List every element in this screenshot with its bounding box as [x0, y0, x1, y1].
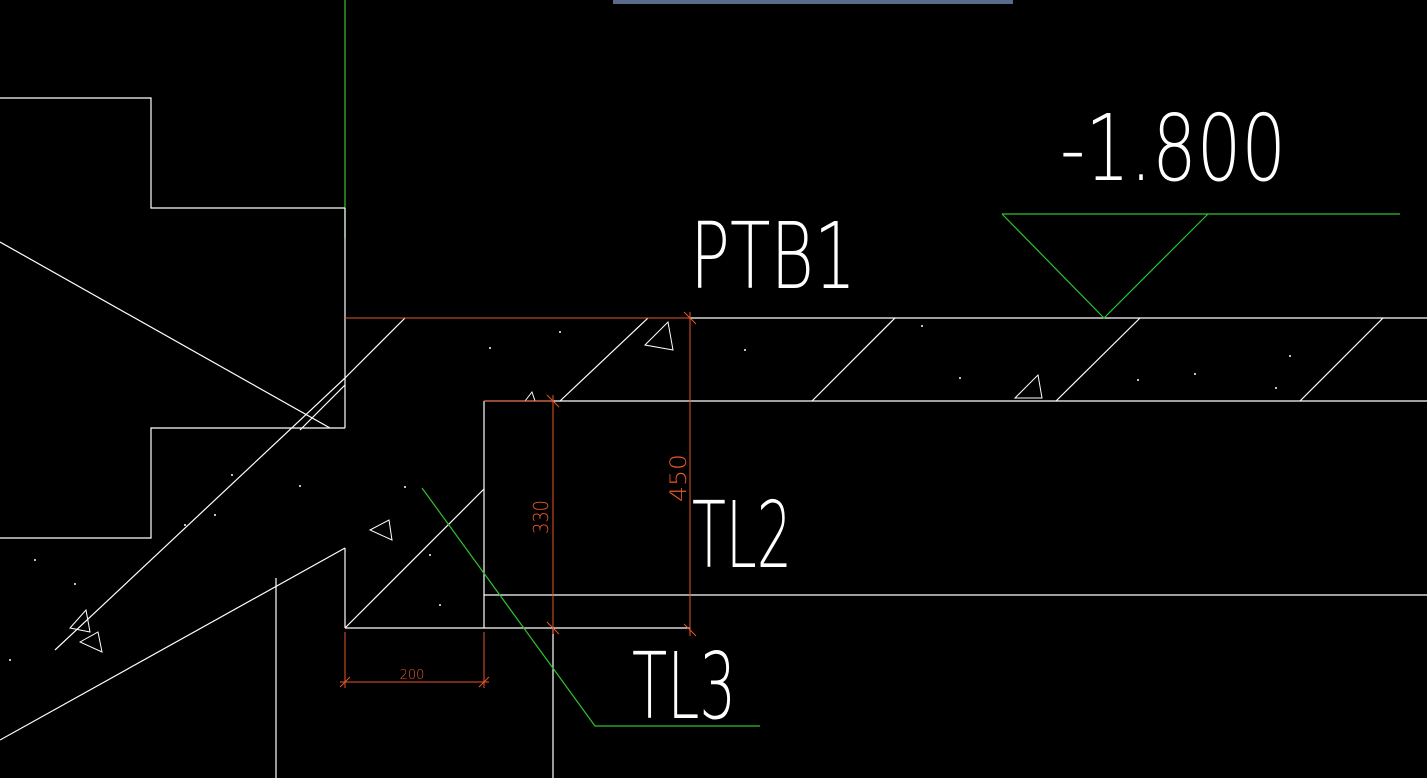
- beam-tl3-label: TL3: [632, 633, 736, 740]
- beam-tl2-label: TL2: [692, 482, 792, 589]
- slab-ptb1: [344, 317, 1427, 402]
- elevation-label: -1.800: [1060, 95, 1286, 202]
- concrete-hatch-symbols: [69, 320, 1043, 653]
- concrete-dots: [9, 325, 1291, 661]
- top-selection-bar[interactable]: [613, 0, 1013, 4]
- stair-profile: [0, 97, 346, 778]
- dimension-lines: [339, 311, 697, 688]
- dimension-200-label: 200: [400, 668, 425, 683]
- slab-label: PTB1: [690, 203, 856, 310]
- dimension-450-label: 450: [667, 454, 692, 502]
- beam-section: [299, 384, 1427, 778]
- tl3-leader-line: [421, 487, 760, 727]
- dimension-330-label: 330: [529, 500, 553, 534]
- elevation-marker: [1001, 213, 1400, 319]
